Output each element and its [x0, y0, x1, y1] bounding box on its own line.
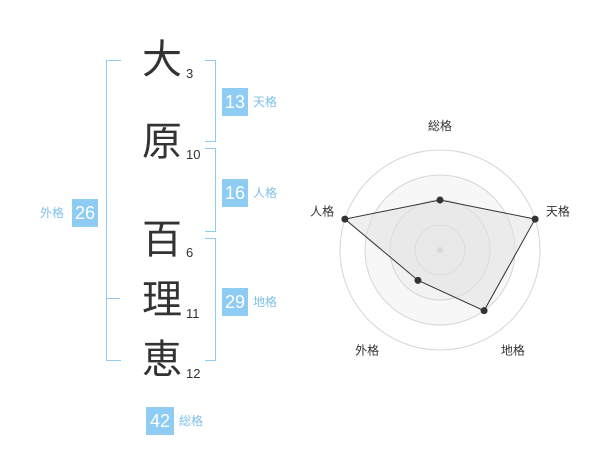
stroke-count-2: 10 [186, 147, 201, 162]
soukaku-value: 42 [146, 407, 174, 435]
name-char-3: 百 [142, 217, 182, 263]
radar-axis-label-2: 天格 [546, 204, 570, 219]
radar-data-shape [343, 199, 536, 312]
radar-points [341, 196, 539, 315]
name-char-5: 恵 [142, 337, 182, 383]
gaikaku-value: 26 [72, 199, 98, 227]
stroke-count-3: 6 [186, 245, 194, 260]
jinkaku-label: 人格 [253, 186, 278, 200]
stroke-count-4: 11 [186, 306, 200, 321]
gaikaku-bracket [106, 60, 121, 361]
radar-axis-label-1: 総格 [428, 118, 452, 133]
radar-axis-label-4: 外格 [355, 342, 379, 357]
radar-point-1 [436, 196, 444, 204]
name-char-2: 原 [142, 119, 182, 165]
tenkaku-bracket [205, 60, 216, 142]
chikaku-bracket [205, 238, 216, 361]
gaikaku-label: 外格 [40, 206, 65, 220]
radar-point-5 [341, 215, 349, 223]
name-char-4: 理 [142, 277, 182, 323]
radar-point-2 [531, 215, 539, 223]
soukaku-label: 総格 [179, 414, 204, 428]
tenkaku-value: 13 [222, 88, 248, 116]
stroke-count-1: 3 [186, 66, 194, 81]
radar-axis-label-3: 地格 [501, 342, 525, 357]
tenkaku-label: 天格 [253, 95, 278, 109]
jinkaku-bracket [205, 148, 216, 232]
name-char-1: 大 [142, 37, 182, 83]
stroke-count-5: 12 [186, 366, 201, 381]
chikaku-label: 地格 [253, 295, 278, 309]
radar-point-3 [480, 307, 488, 315]
radar-point-4 [414, 276, 422, 284]
chikaku-value: 29 [222, 288, 248, 316]
radar-axis-label-5: 人格 [310, 204, 334, 219]
gaikaku-bracket-mid-tick [106, 298, 120, 299]
jinkaku-value: 16 [222, 179, 248, 207]
